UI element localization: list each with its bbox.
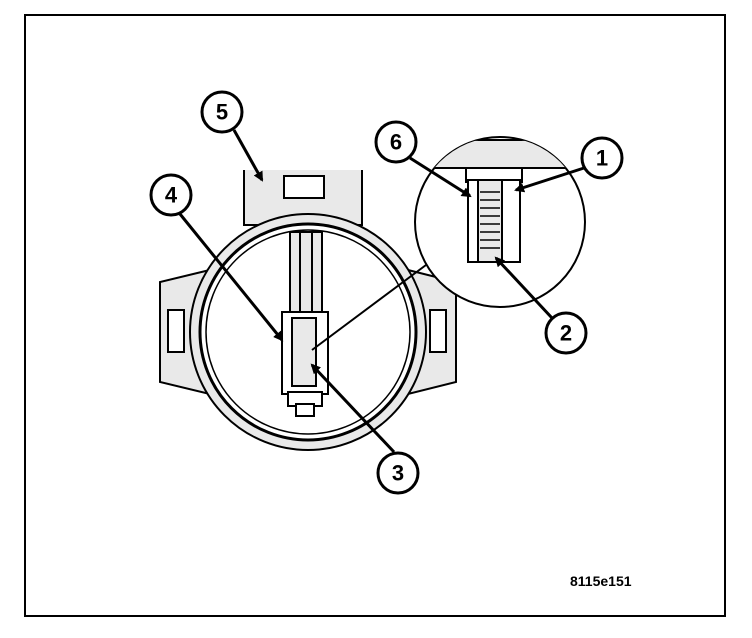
leader-6 — [409, 156, 472, 198]
callout-label-1: 1 — [596, 146, 608, 171]
callout-2: 2 — [544, 311, 588, 355]
terminal-assembly — [281, 231, 329, 417]
callout-3: 3 — [376, 451, 420, 495]
callout-label-6: 6 — [390, 130, 402, 155]
detail-bubble — [311, 136, 586, 351]
leader-1 — [514, 166, 585, 193]
callout-label-5: 5 — [216, 100, 228, 125]
figure-code: 8115e151 — [570, 573, 632, 589]
callout-4: 4 — [149, 173, 193, 217]
callout-label-4: 4 — [165, 183, 178, 208]
leader-lines — [178, 129, 585, 454]
leader-5 — [232, 129, 264, 182]
leader-2 — [494, 256, 554, 320]
terminal-stripes — [480, 191, 500, 249]
callout-label-3: 3 — [392, 461, 404, 486]
callout-5: 5 — [200, 90, 244, 134]
callout-6: 6 — [374, 120, 418, 164]
callout-label-2: 2 — [560, 321, 572, 346]
leader-3 — [310, 363, 396, 454]
leader-4 — [178, 213, 284, 342]
callout-1: 1 — [580, 136, 624, 180]
